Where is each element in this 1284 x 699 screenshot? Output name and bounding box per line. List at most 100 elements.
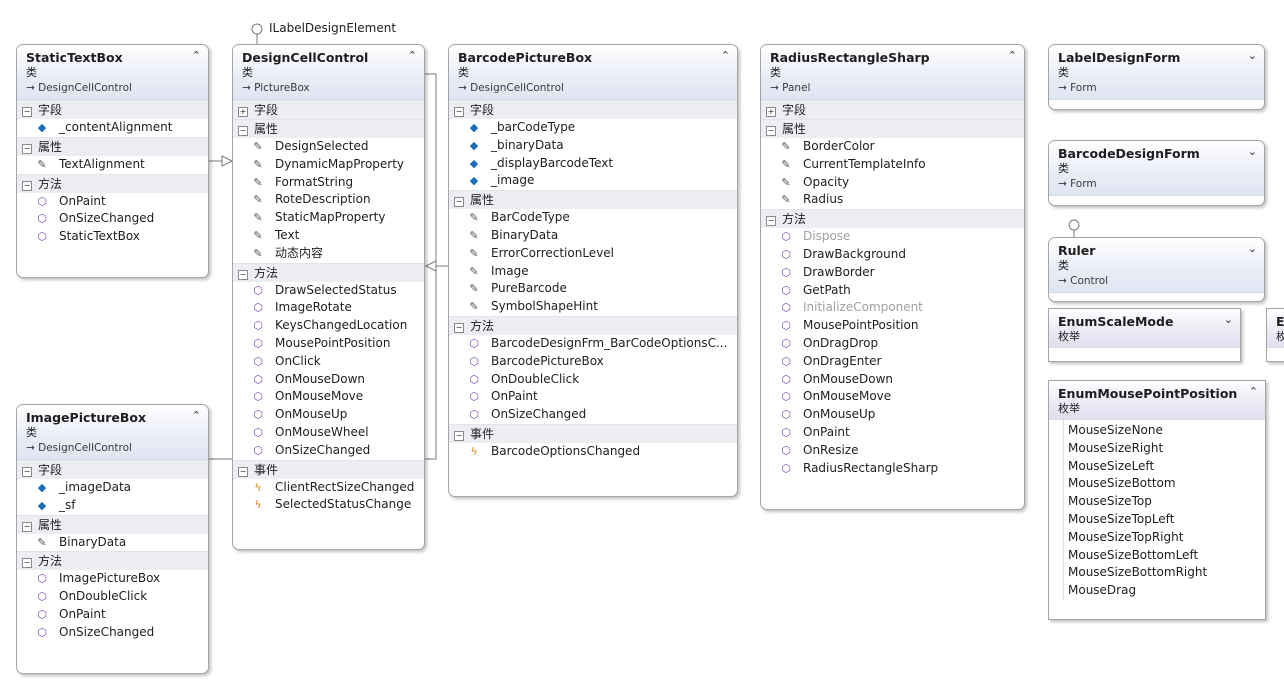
member-item[interactable]: ◆_imageData — [17, 479, 208, 497]
collapse-toggle-icon[interactable]: ⌄ — [1223, 313, 1233, 326]
member-item[interactable]: ◆_binaryData — [449, 137, 737, 155]
expand-collapse-icon[interactable]: − — [454, 322, 464, 333]
member-item[interactable]: ⬡OnSizeChanged — [449, 406, 737, 424]
member-item[interactable]: ⬡OnDoubleClick — [449, 371, 737, 389]
compartment-header[interactable]: −属性 — [233, 119, 424, 138]
member-item[interactable]: ◆_displayBarcodeText — [449, 155, 737, 173]
enum-value[interactable]: MouseSizeNone — [1068, 423, 1163, 437]
member-item[interactable]: ✎Radius — [761, 191, 1024, 209]
member-item[interactable]: ⬡OnMouseMove — [761, 388, 1024, 406]
expand-collapse-icon[interactable]: − — [454, 430, 464, 441]
member-item[interactable]: ✎BinaryData — [17, 534, 208, 552]
expand-collapse-icon[interactable]: + — [238, 107, 248, 117]
expand-collapse-icon[interactable]: − — [238, 269, 248, 280]
collapse-toggle-icon[interactable]: ⌃ — [407, 49, 417, 62]
member-item[interactable]: ⬡OnClick — [233, 353, 424, 371]
member-item[interactable]: ⬡OnMouseMove — [233, 388, 424, 406]
member-item[interactable]: ✎Opacity — [761, 174, 1024, 192]
member-item[interactable]: ◆_image — [449, 172, 737, 190]
member-item[interactable]: ✎BinaryData — [449, 227, 737, 245]
collapse-toggle-icon[interactable]: ⌃ — [720, 49, 730, 62]
compartment-header[interactable]: −事件 — [233, 459, 424, 479]
expand-collapse-icon[interactable]: − — [238, 466, 248, 477]
compartment-header[interactable]: +字段 — [233, 100, 424, 119]
member-item[interactable]: ⬡BarcodePictureBox — [449, 353, 737, 371]
enum-value[interactable]: MouseSizeTopLeft — [1068, 511, 1175, 526]
member-item[interactable]: ⬡ImagePictureBox — [17, 570, 208, 588]
member-item[interactable]: ⬡OnPaint — [761, 424, 1024, 442]
member-item[interactable]: ⬡BarcodeDesignFrm_BarCodeOptionsC... — [449, 335, 737, 353]
expand-collapse-icon[interactable]: − — [22, 521, 32, 532]
expand-collapse-icon[interactable]: − — [454, 107, 464, 117]
member-item[interactable]: ⬡OnMouseUp — [233, 406, 424, 424]
compartment-header[interactable]: −方法 — [449, 315, 737, 335]
enum-value[interactable]: MouseSizeBottomRight — [1068, 565, 1208, 580]
member-item[interactable]: ⬡OnDoubleClick — [17, 588, 208, 606]
expand-collapse-icon[interactable]: − — [766, 216, 776, 227]
member-item[interactable]: ⬡StaticTextBox — [17, 228, 208, 246]
member-item[interactable]: ⬡DrawBorder — [761, 264, 1024, 282]
member-item[interactable]: ⬡KeysChangedLocation — [233, 317, 424, 335]
compartment-header[interactable]: −属性 — [761, 119, 1024, 138]
collapse-toggle-icon[interactable]: ⌃ — [191, 49, 201, 62]
collapse-toggle-icon[interactable]: ⌄ — [1247, 145, 1257, 158]
expand-collapse-icon[interactable]: − — [22, 180, 32, 191]
member-item[interactable]: ✎FormatString — [233, 174, 424, 192]
enum-value[interactable]: MouseSizeLeft — [1068, 458, 1155, 473]
member-item[interactable]: ⬡OnDragDrop — [761, 335, 1024, 353]
compartment-header[interactable]: −字段 — [449, 100, 737, 119]
member-item[interactable]: ⬡OnPaint — [449, 388, 737, 406]
member-item[interactable]: ✎DesignSelected — [233, 138, 424, 156]
member-item[interactable]: ✎StaticMapProperty — [233, 209, 424, 227]
expand-collapse-icon[interactable]: − — [22, 467, 32, 477]
enum-value[interactable]: MouseSizeTop — [1068, 494, 1152, 509]
member-item[interactable]: ⬡RadiusRectangleSharp — [761, 460, 1024, 478]
member-item[interactable]: ⬡OnMouseWheel — [233, 424, 424, 442]
compartment-header[interactable]: +字段 — [761, 100, 1024, 119]
collapse-toggle-icon[interactable]: ⌄ — [1247, 242, 1257, 255]
member-item[interactable]: ⬡Dispose — [761, 228, 1024, 246]
member-item[interactable]: ✎RoteDescription — [233, 191, 424, 209]
compartment-header[interactable]: −方法 — [17, 173, 208, 193]
member-item[interactable]: ✎BorderColor — [761, 138, 1024, 156]
member-item[interactable]: ◆_barCodeType — [449, 119, 737, 137]
member-item[interactable]: ✎动态内容 — [233, 245, 424, 263]
compartment-header[interactable]: −方法 — [17, 551, 208, 571]
enum-value[interactable]: MouseSizeBottomLeft — [1068, 547, 1199, 562]
member-item[interactable]: ◆_sf — [17, 497, 208, 515]
expand-collapse-icon[interactable]: − — [238, 126, 248, 136]
compartment-header[interactable]: −方法 — [761, 209, 1024, 229]
expand-collapse-icon[interactable]: − — [454, 197, 464, 208]
member-item[interactable]: ⬡OnPaint — [17, 193, 208, 211]
member-item[interactable]: ⬡InitializeComponent — [761, 299, 1024, 317]
compartment-header[interactable]: −字段 — [17, 460, 208, 479]
member-item[interactable]: ✎CurrentTemplateInfo — [761, 156, 1024, 174]
member-item[interactable]: ⬡OnMouseDown — [233, 371, 424, 389]
compartment-header[interactable]: −事件 — [449, 423, 737, 443]
member-item[interactable]: ✎DynamicMapProperty — [233, 156, 424, 174]
enum-value[interactable]: MouseSizeRight — [1068, 440, 1164, 455]
expand-collapse-icon[interactable]: − — [22, 107, 32, 117]
compartment-header[interactable]: −方法 — [233, 262, 424, 282]
member-item[interactable]: ✎PureBarcode — [449, 280, 737, 298]
member-item[interactable]: ✎TextAlignment — [17, 156, 208, 174]
enum-value[interactable]: MouseSizeBottom — [1068, 476, 1176, 491]
member-item[interactable]: ⬡ImageRotate — [233, 299, 424, 317]
member-item[interactable]: ⬡OnSizeChanged — [17, 210, 208, 228]
member-item[interactable]: ✎Text — [233, 227, 424, 245]
compartment-header[interactable]: −字段 — [17, 100, 208, 119]
member-item[interactable]: ⬡OnDragEnter — [761, 353, 1024, 371]
enum-value[interactable]: MouseSizeTopRight — [1068, 529, 1184, 544]
collapse-toggle-icon[interactable]: ⌃ — [191, 409, 201, 422]
